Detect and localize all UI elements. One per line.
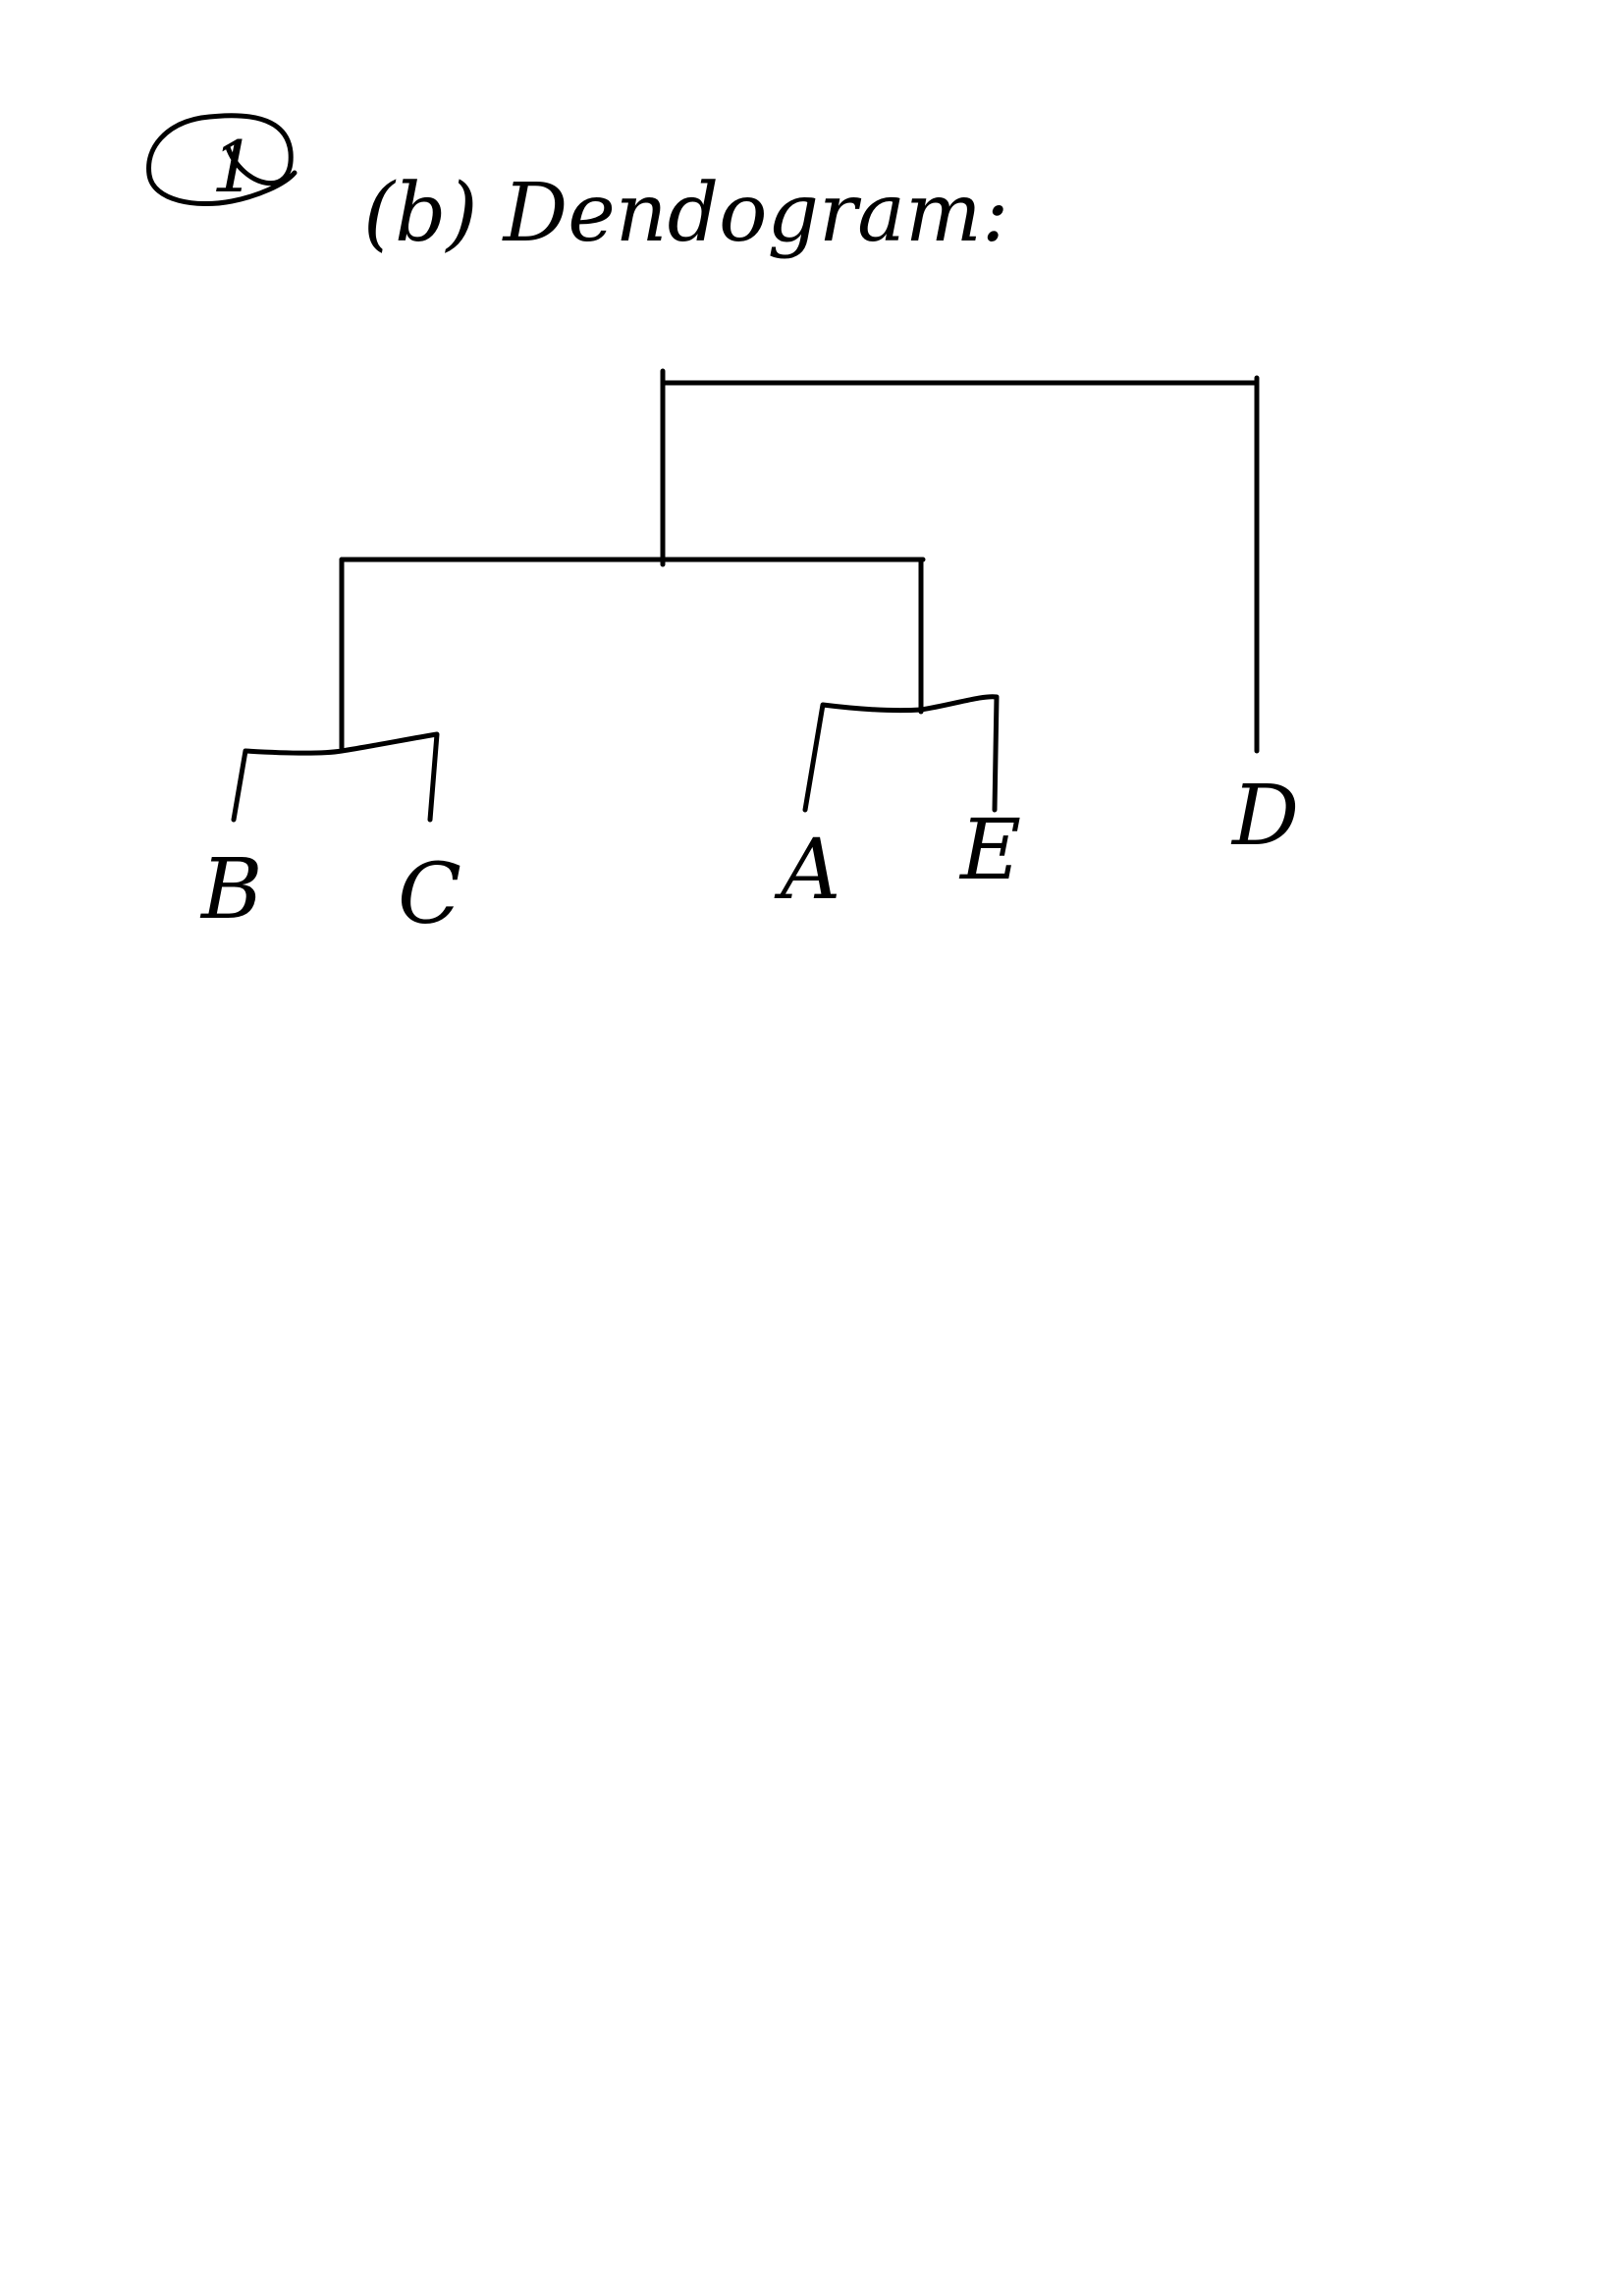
page-title: (b) Dendogram: [363,167,1008,260]
leaf-label-d: D [1230,768,1299,865]
question-number-text: 1 [211,126,256,208]
leaf-label-a: A [774,822,840,919]
leaf-label-c: C [398,846,461,943]
question-number: 1 [146,113,298,208]
leaf-label-b: B [199,841,262,938]
number-circle [146,113,298,206]
leaf-labels: B C A E D [199,768,1299,943]
dendrogram-tree [231,368,1260,823]
link-ae [802,694,1000,813]
leaf-label-e: E [958,802,1021,899]
link-bc [231,731,440,823]
